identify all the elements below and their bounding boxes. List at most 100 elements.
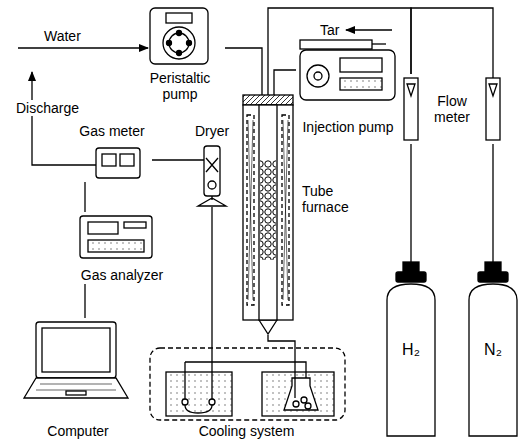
flow-meter-icons [404, 8, 500, 140]
peristaltic-pump-icon-part [187, 41, 192, 46]
laptop-icon-part [36, 384, 116, 390]
cooling-system-icon-part [284, 378, 318, 410]
tube-furnace-icon-part [243, 95, 293, 105]
laptop-icon [24, 322, 128, 398]
gas-analyzer-icon-part [88, 240, 144, 252]
cooling-system-icon-part [209, 399, 215, 405]
injection-pump-icon-part [314, 72, 322, 80]
flow-meter-icons-part [489, 84, 497, 96]
cooling-system-icon-part [185, 345, 212, 413]
cooling-system-icon-part [293, 401, 299, 407]
node-label: Cooling system [150, 423, 343, 439]
peristaltic-pump-icon-part [163, 27, 195, 59]
tube-connector [268, 335, 295, 345]
gas-analyzer-icon-part [80, 216, 152, 258]
dryer-icon-part [208, 181, 216, 189]
peristaltic-pump-icon-part [177, 31, 182, 36]
node-label: Gas meter [74, 123, 150, 139]
tar-arrow [346, 29, 392, 30]
peristaltic-pump-icon [150, 8, 208, 64]
gas-meter-icon-part [96, 148, 140, 178]
tube-connector [211, 207, 212, 345]
injection-pump-icon-part [340, 78, 382, 90]
tube-connector [152, 159, 187, 160]
inlet-label: Tar [318, 22, 341, 38]
cooling-box: Cooling system [148, 345, 345, 440]
flow-meter-icons-part [407, 84, 415, 96]
tube-connector [84, 182, 85, 212]
gas-cylinder-icons [387, 262, 517, 436]
tube-connector [268, 8, 411, 95]
dryer-icon-part [198, 196, 226, 206]
cylinder-box: N₂ [467, 262, 519, 438]
node-label: H₂ [387, 341, 435, 359]
cooling-system-icon-part [182, 399, 188, 405]
computer-box: Computer [22, 318, 134, 440]
tar-arrow-part [346, 29, 392, 30]
peristaltic-pump-icon-part [150, 8, 208, 64]
node-label: Dryer [189, 123, 235, 139]
gas-meter-icon-part [120, 154, 134, 166]
laptop-icon-part [42, 328, 110, 372]
peristaltic-pump-icon-part [167, 41, 172, 46]
tube-connector [410, 144, 411, 262]
gas-analyzer-icon-part [124, 222, 146, 228]
flowmeter-box: Flow meter [398, 74, 506, 144]
cooling-system-icon-part [166, 372, 232, 416]
tube-furnace-icon [243, 95, 293, 334]
injection-pump-icon-part [340, 58, 382, 72]
cylinder-box: H₂ [385, 262, 437, 438]
cooling-system-icon-part [185, 362, 306, 378]
dryer-icon-part [187, 159, 204, 160]
laptop-icon-part [36, 322, 116, 378]
tube-connector [274, 70, 296, 95]
gas-meter-icon-part [102, 154, 116, 166]
tube-furnace-icon-part [259, 320, 277, 334]
gas-analyzer-icon-part [88, 222, 118, 234]
cooling-system-icon-part [305, 403, 311, 409]
peristaltic-pump-icon-part [166, 13, 192, 23]
injection-pump-icon-part [300, 50, 395, 100]
dryer-icon-part [206, 158, 218, 172]
furnace-box: Tube furnace [240, 95, 296, 335]
tube-furnace-icon-part [260, 160, 276, 260]
water-arrow [18, 47, 148, 48]
flow-meter-icons-part [411, 8, 493, 78]
dryer-box: Dryer [187, 122, 237, 207]
cooling-system-icon-part [262, 372, 334, 416]
node-label: Gas analyzer [74, 267, 170, 283]
gas-cylinder-icons-part [403, 262, 419, 272]
node-label: Flow meter [422, 93, 482, 125]
gas-cylinder-icons-part [387, 284, 435, 436]
analyzer-box: Gas analyzer [72, 212, 172, 284]
flow-meter-icons-part [486, 78, 500, 140]
cooling-system-icon-part [294, 345, 295, 398]
dryer-icon-part [204, 146, 220, 196]
outlet-label: Discharge [14, 100, 81, 116]
node-label: N₂ [469, 341, 517, 359]
laptop-icon-part [24, 378, 128, 398]
node-label: Injection pump [298, 119, 398, 135]
cooling-system-icon-part [150, 348, 345, 420]
cooling-system-icon-part [301, 397, 307, 403]
gas-cylinder-icons-part [469, 284, 517, 436]
dryer-icon [187, 146, 226, 206]
node-label: Computer [24, 423, 132, 439]
pump-box: Peristaltic pump [135, 3, 225, 103]
gas-cylinder-icons-part [478, 272, 508, 282]
gas-cylinder-icons-part [485, 262, 501, 272]
node-label: Tube furnace [302, 183, 364, 215]
peristaltic-pump-icon-part [177, 51, 182, 56]
node-label: Peristaltic pump [137, 70, 223, 102]
meter-box: Gas meter [72, 122, 152, 182]
gas-analyzer-icon [80, 216, 152, 258]
tube-connector [84, 284, 85, 318]
inlet-label: Water [42, 28, 83, 44]
injection-pump-icon-part [372, 43, 386, 44]
flow-meter-icons-part [404, 78, 418, 140]
tube-furnace-icon-part [259, 105, 277, 320]
gas-cylinder-icons-part [396, 272, 426, 282]
gas-meter-icon-part [32, 72, 96, 165]
